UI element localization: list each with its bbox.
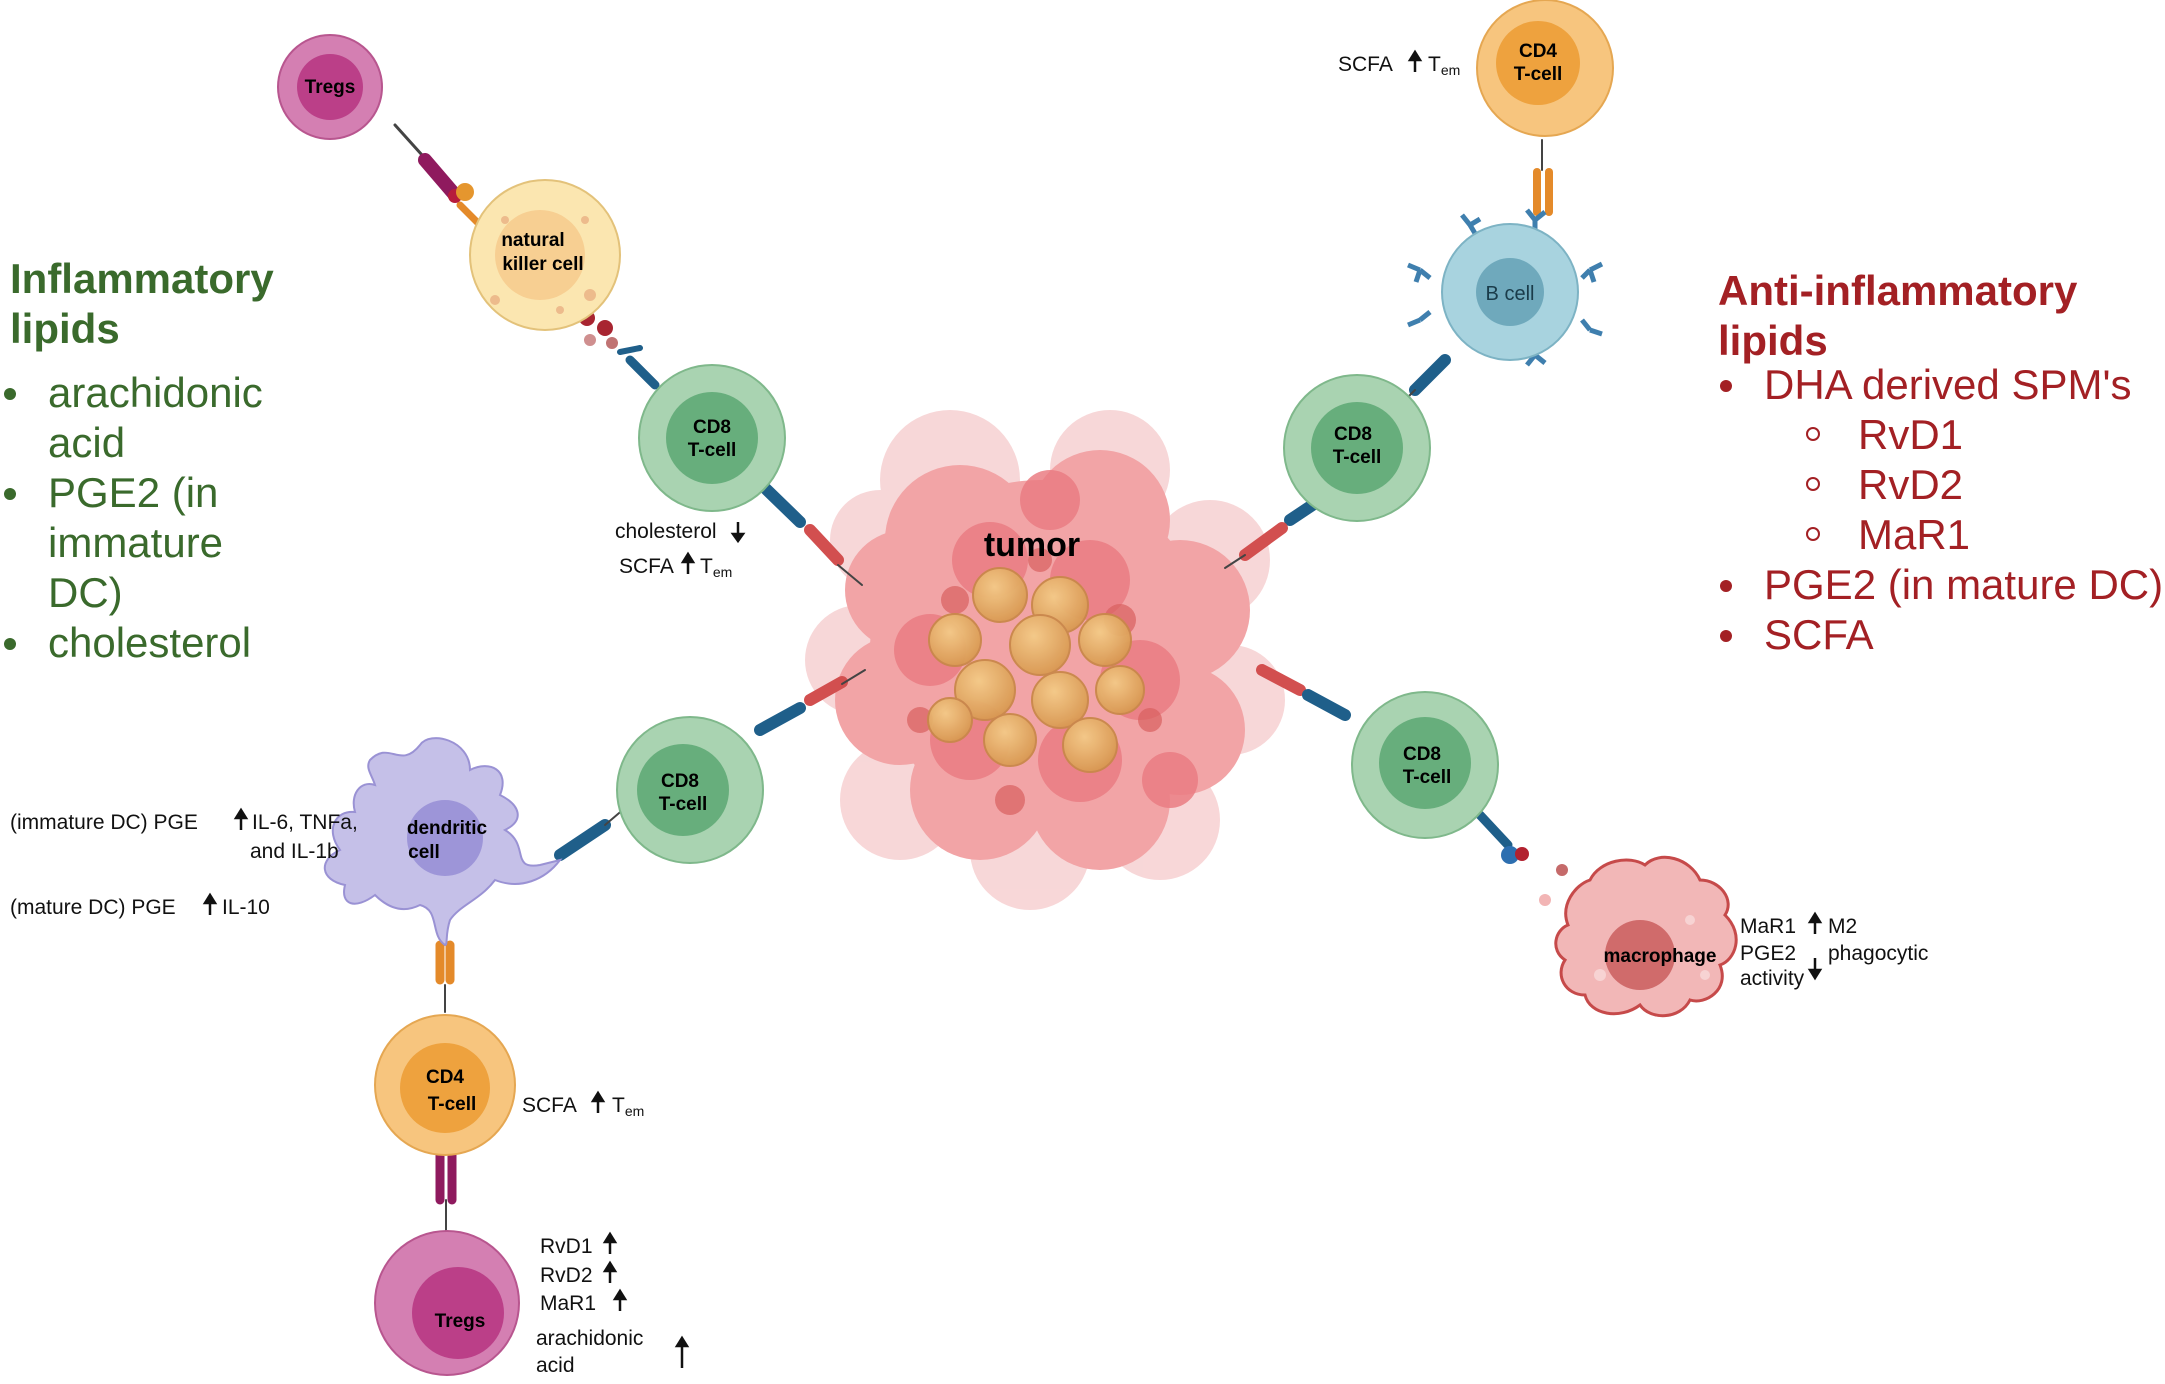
inflammatory-list: arachidonic acid PGE2 (in immature DC) c… [2, 368, 263, 668]
cd8-t-cell-bottom-left [616, 716, 764, 864]
note-immature-dc-3: and IL-1b [250, 840, 339, 863]
note-rvd1: RvD1 [540, 1235, 593, 1258]
tregs-cell-top [277, 34, 383, 140]
note-tem-tl: Tem [700, 555, 732, 580]
anti-item-mar1: MaR1 [1718, 510, 2163, 560]
note-mature-dc-2: IL-10 [222, 896, 270, 919]
cd8-tl-label-line1: CD8 [693, 417, 731, 438]
cd4-bottom-label-line2: T-cell [428, 1094, 477, 1115]
hollow-bullet-icon [1806, 527, 1820, 541]
anti-item-pge2: PGE2 (in mature DC) [1718, 560, 2163, 610]
bullet-icon [1720, 380, 1732, 392]
note-arachidonic-1: arachidonic [536, 1327, 643, 1350]
dendritic-cell [323, 737, 563, 947]
cd8-br-label-line2: T-cell [1403, 767, 1452, 788]
inflammatory-item-arachidonic: arachidonic acid [2, 368, 263, 468]
bullet-icon [4, 388, 16, 400]
tumor-label: tumor [984, 526, 1080, 564]
dc-label-line2: cell [408, 842, 440, 863]
inflammatory-item-cholesterol: cholesterol [2, 618, 263, 668]
anti-inflammatory-list: DHA derived SPM's RvD1 RvD2 MaR1 PGE2 (i… [1718, 360, 2163, 660]
note-m2: M2 [1828, 915, 1857, 938]
anti-inflammatory-title-line2: lipids [1718, 317, 1828, 364]
cd4-top-label-line2: T-cell [1514, 64, 1563, 85]
hollow-bullet-icon [1806, 427, 1820, 441]
inflammatory-title-line2: lipids [10, 305, 120, 352]
cd8-bl-label-line2: T-cell [659, 794, 708, 815]
note-mature-dc-1: (mature DC) PGE [10, 896, 176, 919]
note-scfa-tl: SCFA [619, 555, 674, 578]
bullet-icon [1720, 580, 1732, 592]
tregs-cell-bottom [374, 1230, 520, 1376]
bullet-icon [1720, 630, 1732, 642]
note-immature-dc-1: (immature DC) PGE [10, 811, 198, 834]
note-mar1: MaR1 [1740, 915, 1796, 938]
b-cell-label: B cell [1486, 283, 1535, 305]
dc-label-line1: dendritic [407, 818, 488, 839]
bullet-icon [4, 488, 16, 500]
cd4-bottom-label-line1: CD4 [426, 1067, 464, 1088]
anti-item-rvd2: RvD2 [1718, 460, 2163, 510]
note-activity: activity [1740, 967, 1805, 990]
arrow-glyphs [202, 49, 1823, 1368]
cd8-tr-label-line2: T-cell [1333, 447, 1382, 468]
cd8-bl-label-line1: CD8 [661, 771, 699, 792]
bullet-icon [4, 638, 16, 650]
hollow-bullet-icon [1806, 477, 1820, 491]
cd4-t-cell-top [1476, 0, 1614, 137]
tregs-top-label: Tregs [305, 77, 356, 98]
cd8-t-cell-bottom-right [1351, 691, 1499, 839]
cd4-t-cell-bottom [374, 1014, 516, 1156]
note-scfa-cd4-top: SCFA [1338, 53, 1393, 76]
note-tem-cd4-bottom: Tem [612, 1094, 644, 1119]
note-arachidonic-2: acid [536, 1354, 575, 1377]
note-rvd2: RvD2 [540, 1264, 593, 1287]
tregs-bottom-label: Tregs [435, 1311, 486, 1332]
nk-label-line1: natural [501, 230, 564, 251]
inflammatory-item-pge2: PGE2 (in immature DC) [2, 468, 263, 618]
anti-inflammatory-title-line1: Anti-inflammatory [1718, 267, 2078, 314]
macrophage-cell [1554, 855, 1738, 1018]
inflammatory-title: Inflammatory lipids [10, 254, 274, 354]
note-phagocytic: phagocytic [1828, 942, 1928, 965]
note-tem-cd4-top: Tem [1428, 53, 1460, 78]
cd8-tl-label-line2: T-cell [688, 440, 737, 461]
b-cell [1407, 208, 1604, 367]
anti-inflammatory-title: Anti-inflammatory lipids [1718, 266, 2077, 366]
anti-item-scfa: SCFA [1718, 610, 2163, 660]
note-scfa-cd4-bottom: SCFA [522, 1094, 577, 1117]
macrophage-label: macrophage [1604, 946, 1717, 967]
natural-killer-cell [469, 179, 621, 331]
note-cholesterol: cholesterol [615, 520, 717, 543]
tumor-mass [805, 410, 1285, 910]
cd8-br-label-line1: CD8 [1403, 744, 1441, 765]
note-mar1-bottom: MaR1 [540, 1292, 596, 1315]
cd8-t-cell-top-right [1283, 374, 1431, 522]
note-immature-dc-2: IL-6, TNFa, [252, 811, 358, 834]
nk-label-line2: killer cell [502, 254, 583, 275]
anti-item-rvd1: RvD1 [1718, 410, 2163, 460]
inflammatory-title-line1: Inflammatory [10, 255, 274, 302]
cd4-top-label-line1: CD4 [1519, 41, 1557, 62]
note-pge2: PGE2 [1740, 942, 1796, 965]
cd8-tr-label-line1: CD8 [1334, 424, 1372, 445]
cd8-t-cell-top-left [638, 364, 786, 512]
anti-item-dha: DHA derived SPM's [1718, 360, 2163, 410]
